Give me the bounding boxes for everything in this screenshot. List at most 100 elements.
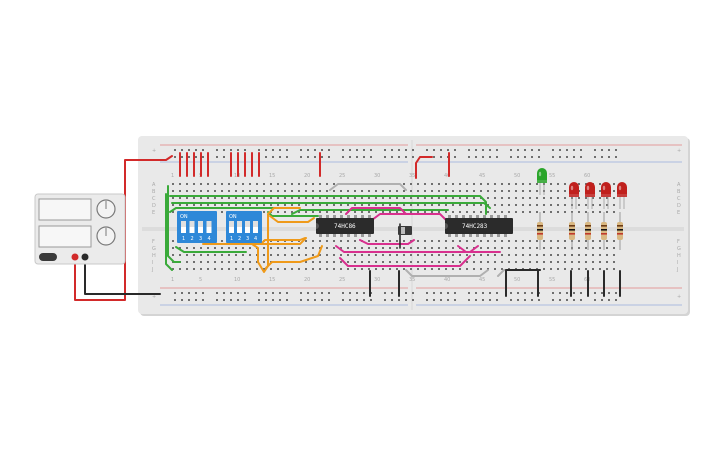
led-dome[interactable]	[601, 182, 611, 194]
magenta-jumper-wire[interactable]	[335, 245, 479, 253]
dip-toggle-lever[interactable]	[198, 221, 203, 227]
rail-hole	[454, 156, 456, 158]
black-ground-wire[interactable]	[84, 256, 161, 295]
magenta-jumper-wire[interactable]	[339, 255, 471, 267]
leds[interactable]	[537, 168, 627, 209]
rail-sign-label: +	[677, 294, 681, 300]
chip-74hc86[interactable]: 74HC86	[316, 215, 374, 237]
orange-jumper-wire[interactable]	[265, 245, 323, 269]
breadboard-hole	[284, 211, 286, 213]
breadboard-hole	[312, 211, 314, 213]
resistor-body[interactable]	[569, 222, 575, 240]
orange-jumper-wire[interactable]	[269, 215, 315, 223]
breadboard-hole	[494, 247, 496, 249]
breadboard-hole	[403, 204, 405, 206]
resistor-body[interactable]	[585, 222, 591, 240]
green-jumper-wire[interactable]	[171, 202, 491, 209]
breadboard-hole	[494, 254, 496, 256]
breadboard-hole	[599, 261, 601, 263]
breadboard-hole	[207, 261, 209, 263]
resistors[interactable]	[537, 212, 623, 250]
breadboard-hole	[494, 204, 496, 206]
magenta-jumper-wire[interactable]	[345, 207, 407, 215]
rail-hole	[510, 299, 512, 301]
breadboard-hole	[375, 254, 377, 256]
voltage-display	[38, 198, 92, 221]
red-jumper-wire[interactable]	[415, 156, 433, 179]
dip-toggle-lever[interactable]	[206, 221, 212, 227]
row-letter-label: B	[152, 189, 156, 195]
chip-pin	[504, 215, 507, 218]
column-number-label: 20	[304, 173, 310, 179]
led-dome[interactable]	[569, 182, 579, 194]
led-dome[interactable]	[537, 168, 547, 180]
dip-toggle-lever[interactable]	[181, 221, 186, 227]
dip-toggle-lever[interactable]	[189, 221, 195, 227]
breadboard-hole	[494, 268, 496, 270]
green-jumper-wire[interactable]	[169, 207, 291, 213]
green-jumper-wire[interactable]	[291, 209, 449, 215]
dip-toggle-lever[interactable]	[253, 221, 258, 227]
positive-terminal[interactable]	[71, 253, 79, 261]
dip-toggle-lever[interactable]	[245, 221, 250, 227]
breadboard-hole	[445, 190, 447, 192]
breadboard-hole	[284, 190, 286, 192]
chip-label: 74HC283	[462, 223, 488, 230]
magenta-jumper-wire[interactable]	[359, 239, 415, 245]
breadboard-hole	[438, 183, 440, 185]
breadboard-hole	[368, 204, 370, 206]
orange-jumper-wire[interactable]	[260, 237, 306, 245]
magenta-jumper-wire[interactable]	[457, 245, 501, 253]
dip-switch-2[interactable]: ON 1 2 3 4	[226, 211, 262, 243]
breadboard-hole	[578, 261, 580, 263]
negative-terminal[interactable]	[81, 253, 89, 261]
resistor-body[interactable]	[601, 222, 607, 240]
rail-hole	[433, 292, 435, 294]
led-dome[interactable]	[617, 182, 627, 194]
rail-hole	[517, 156, 519, 158]
dip-switch-1[interactable]: ON 1 2 3 4	[177, 211, 217, 243]
breadboard-hole	[417, 247, 419, 249]
green-jumper-wire[interactable]	[165, 193, 173, 271]
breadboard-hole	[543, 240, 545, 242]
power-supply[interactable]	[34, 193, 126, 265]
rail-hole	[223, 149, 225, 151]
chip-pins	[448, 215, 507, 237]
dip-toggle-lever[interactable]	[237, 221, 242, 227]
gray-jumper-wire[interactable]	[405, 269, 489, 277]
rail-hole	[440, 292, 442, 294]
rail-hole	[510, 292, 512, 294]
jumper-wires[interactable]	[74, 152, 621, 301]
breadboard-hole	[501, 183, 503, 185]
resistor-body[interactable]	[617, 222, 623, 240]
dip-switch-toggles[interactable]	[181, 221, 212, 233]
rail-hole	[552, 149, 554, 151]
magenta-jumper-wire[interactable]	[371, 213, 447, 221]
breadboard-hole	[179, 254, 181, 256]
slide-switch-knob[interactable]	[401, 227, 405, 234]
rail-hole	[496, 299, 498, 301]
green-jumper-wire[interactable]	[169, 195, 487, 215]
voltage-knob-icon[interactable]	[96, 199, 116, 219]
breadboard-hole	[319, 190, 321, 192]
dip-toggle-lever[interactable]	[229, 221, 234, 227]
slide-switch[interactable]	[398, 226, 412, 235]
led-dome[interactable]	[585, 182, 595, 194]
current-knob-icon[interactable]	[96, 226, 116, 246]
rail-hole	[482, 156, 484, 158]
green-jumper-wire[interactable]	[175, 246, 247, 253]
column-number-label: 40	[444, 277, 450, 283]
breadboard-hole	[487, 204, 489, 206]
resistor-body[interactable]	[537, 222, 543, 240]
dip-switch-toggles[interactable]	[229, 221, 258, 233]
breadboard-hole	[417, 183, 419, 185]
green-jumper-wire[interactable]	[167, 185, 181, 263]
breadboard-hole	[550, 268, 552, 270]
breadboard-hole	[235, 268, 237, 270]
power-button[interactable]	[39, 253, 57, 261]
orange-jumper-wire[interactable]	[251, 207, 301, 273]
gray-jumper-wire[interactable]	[329, 183, 407, 191]
chip-74hc283[interactable]: 74HC283	[445, 215, 513, 237]
